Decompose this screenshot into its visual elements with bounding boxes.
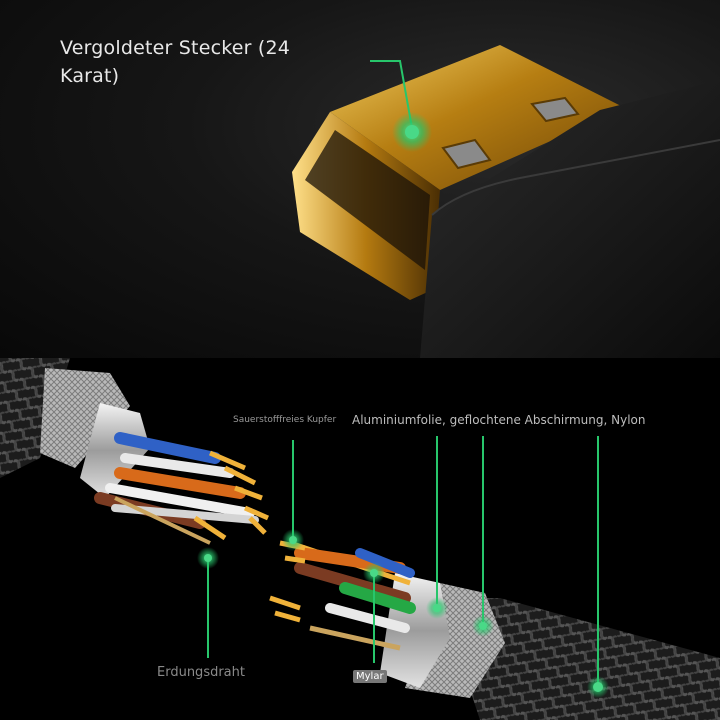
- callout-dots: [197, 529, 609, 698]
- cable-cross-section-illustration: [0, 358, 720, 720]
- callout-lines: [207, 436, 599, 683]
- plug-hole-right: [530, 96, 580, 123]
- gold-plug-illustration: [292, 45, 720, 358]
- plug-callout-dot: [405, 125, 419, 139]
- plug-cavity: [305, 130, 430, 270]
- left-ferrule-knurl: [40, 368, 130, 468]
- right-cable-braid: [440, 598, 720, 720]
- shielding-label: Aluminiumfolie, geflochtene Abschirmung,…: [352, 413, 646, 427]
- copper-label: Sauerstofffreies Kupfer: [233, 415, 337, 425]
- left-ferrule-ring: [80, 403, 150, 498]
- plug-callout-line: [370, 60, 413, 129]
- plug-label: Vergoldeter Stecker (24 Karat): [60, 37, 291, 87]
- right-wire-bundle: [269, 540, 416, 651]
- plug-housing: [420, 80, 720, 358]
- plug-hole-left: [441, 138, 492, 170]
- mylar-label: Mylar: [353, 670, 387, 683]
- ground-wire-label: Erdungsdraht: [157, 665, 245, 680]
- cable-cross-section-panel: [0, 358, 720, 720]
- left-wire-bundle: [94, 432, 269, 545]
- plug-shell-top: [330, 45, 625, 190]
- connector-photo-panel: Vergoldeter Stecker (24 Karat): [0, 0, 720, 358]
